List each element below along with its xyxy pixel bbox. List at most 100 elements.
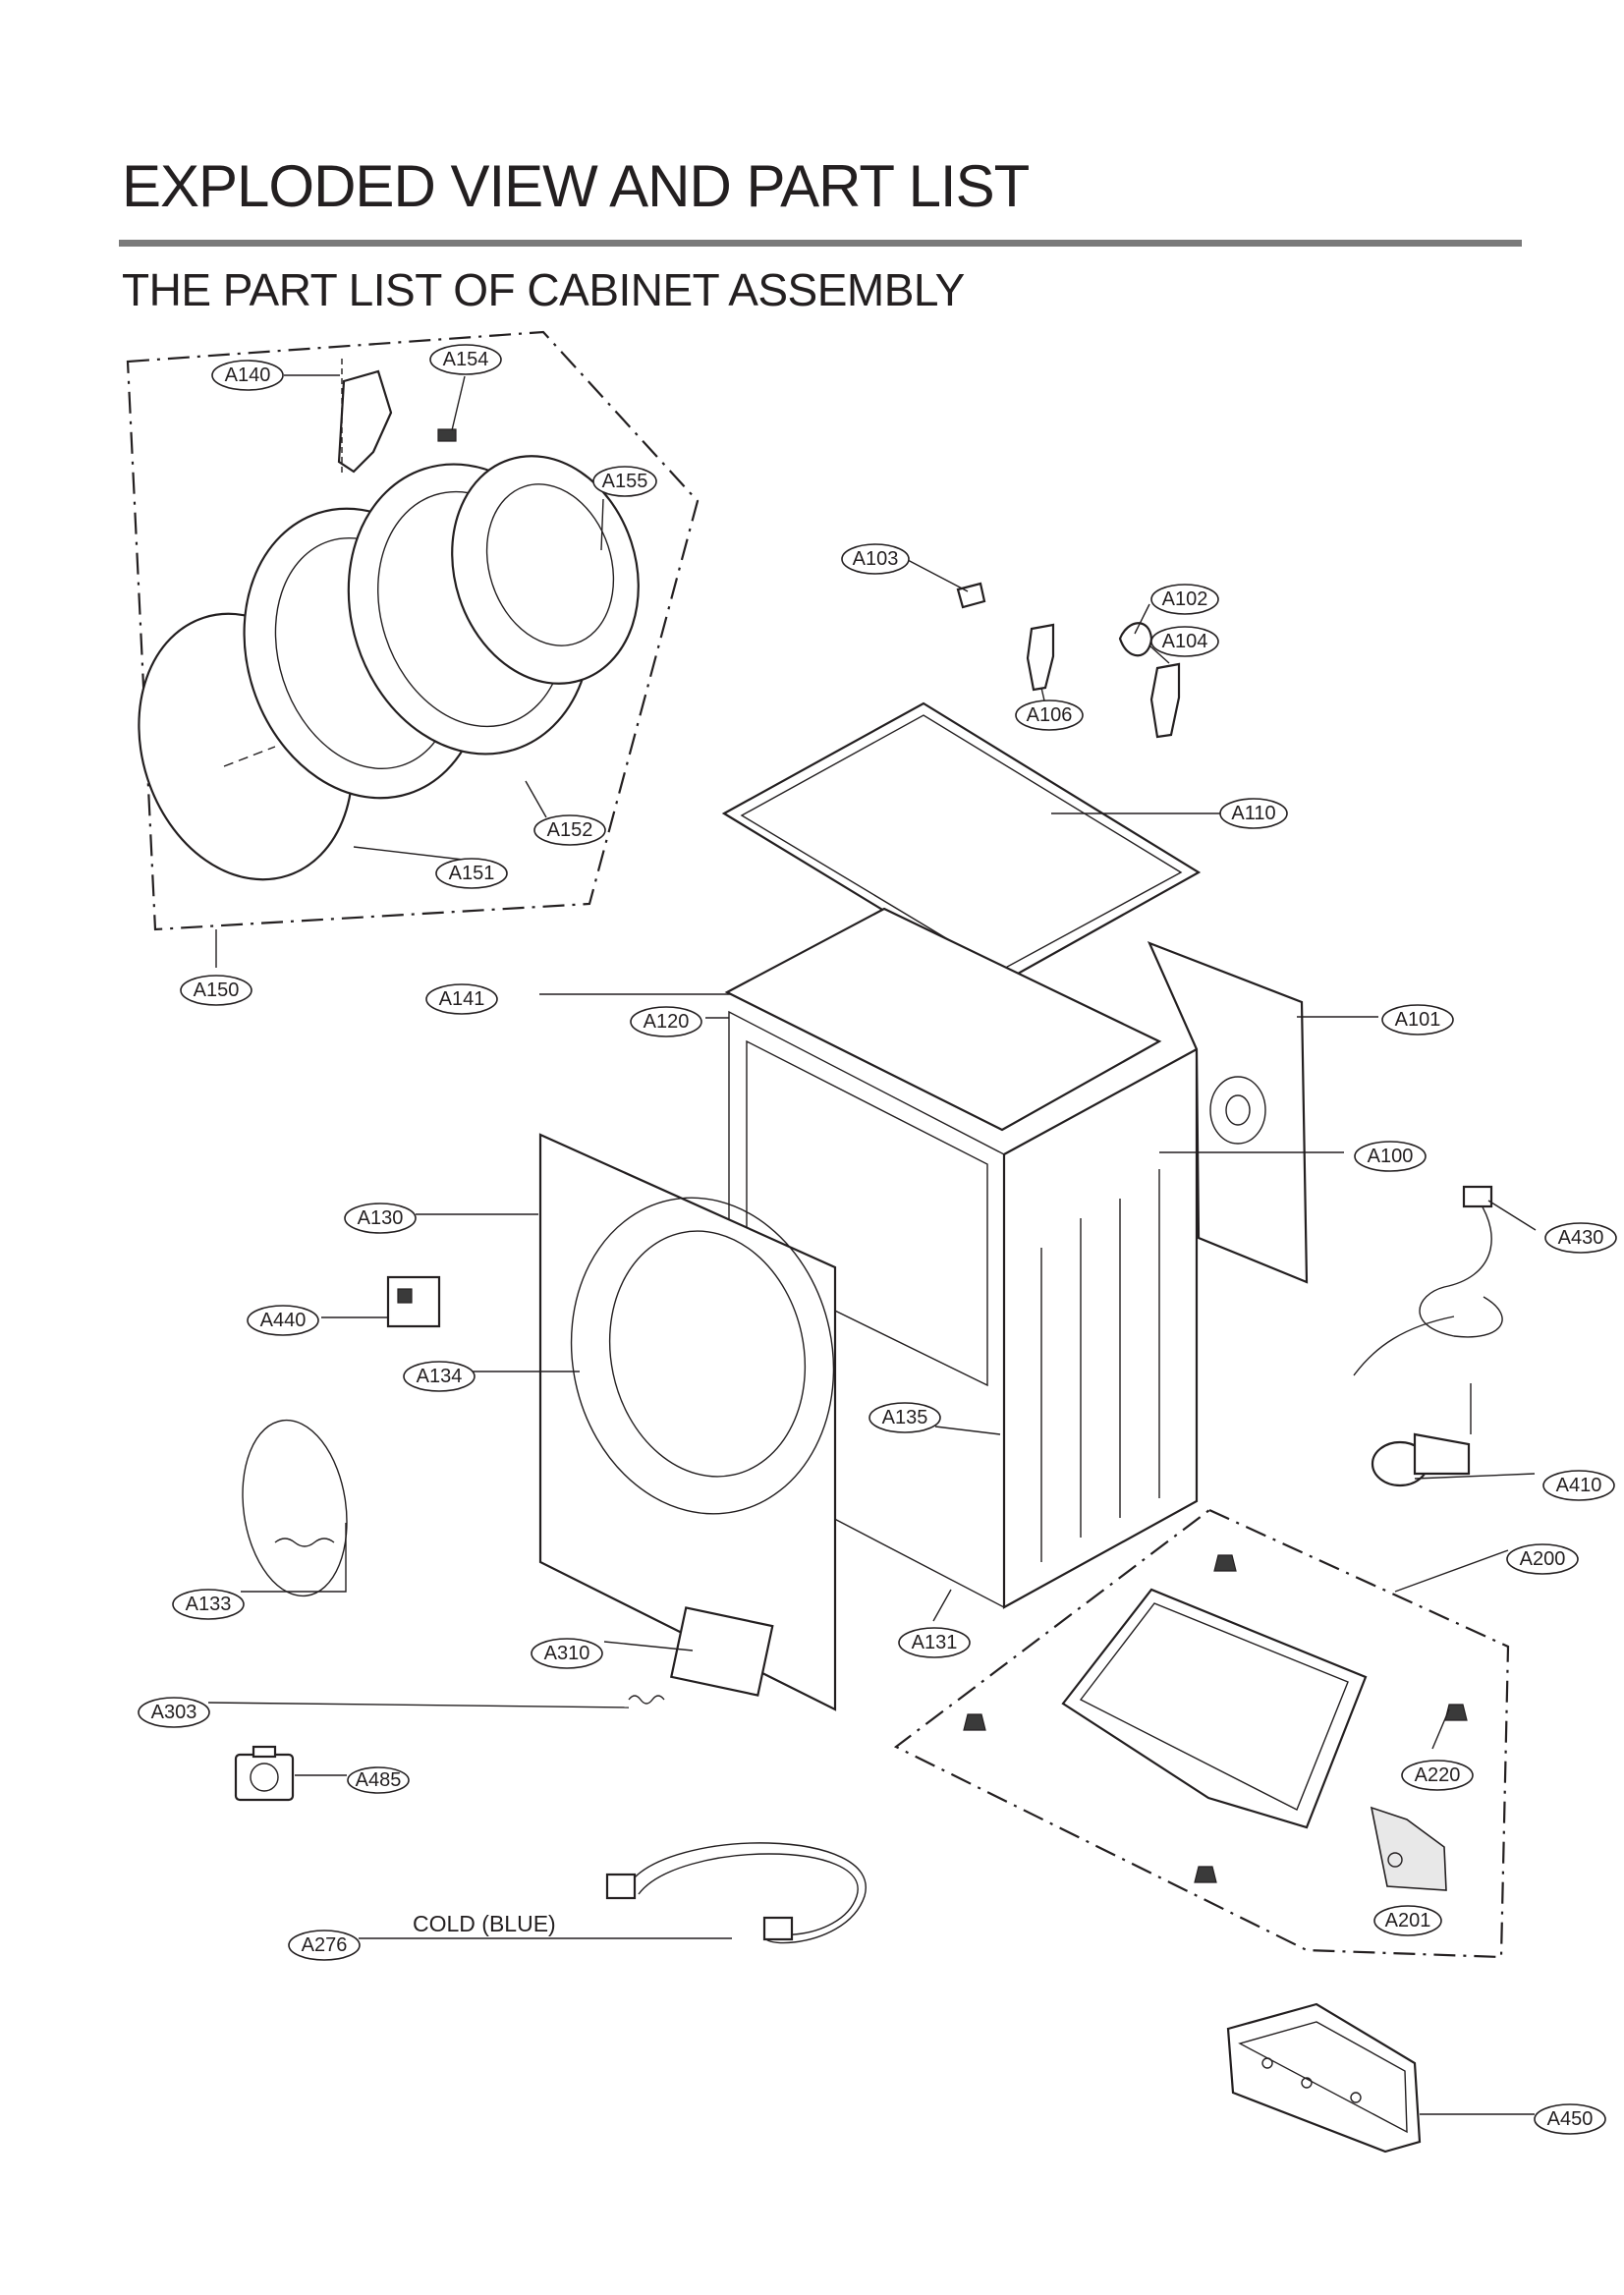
svg-text:A152: A152 [547,819,593,841]
svg-text:A106: A106 [1027,704,1073,726]
svg-text:A220: A220 [1415,1764,1461,1786]
svg-text:A141: A141 [439,988,485,1010]
inlet-hose [605,1842,867,1944]
drain-plug-spring [628,1695,665,1705]
callout-a303: A303 [138,1697,210,1728]
svg-text:A110: A110 [1231,803,1275,824]
callout-a103: A103 [841,543,910,575]
interlock-switch [386,1275,441,1328]
hose-color-note: COLD (BLUE) [413,1911,556,1936]
callout-a102: A102 [1150,584,1219,615]
page-subtitle: THE PART LIST OF CABINET ASSEMBLY [122,264,965,315]
svg-text:A101: A101 [1395,1009,1441,1031]
callout-a133: A133 [172,1589,245,1620]
front-panel-shell [538,1133,837,1711]
callout-a120: A120 [630,1006,702,1037]
svg-text:A103: A103 [853,548,899,570]
svg-text:A154: A154 [443,349,489,370]
callout-a100: A100 [1354,1141,1427,1172]
power-cord [1353,1185,1503,1376]
svg-text:A410: A410 [1556,1475,1602,1496]
cabinet-frame-back [724,907,1162,1132]
callout-a101: A101 [1381,1004,1454,1036]
callout-a201: A201 [1373,1905,1442,1936]
callout-a200: A200 [1506,1543,1579,1575]
door-assembly [138,359,640,881]
callout-a440: A440 [247,1305,319,1336]
svg-text:A102: A102 [1162,588,1208,610]
svg-text:A430: A430 [1558,1227,1604,1249]
svg-text:A134: A134 [417,1366,463,1387]
noise-filter-pcb [1226,2002,1422,2154]
callout-a135: A135 [868,1402,941,1433]
front-panel [538,1133,837,1711]
cabinet-side-panel [1002,1047,1199,1609]
callout-a141: A141 [425,983,498,1015]
door-gasket-wire [242,1419,348,1597]
callout-a134: A134 [403,1361,476,1392]
svg-text:A140: A140 [225,364,271,386]
callout-a310: A310 [531,1638,603,1669]
callout-a130: A130 [344,1203,417,1234]
inlet-valve-left [1026,623,1055,692]
callout-a450: A450 [1534,2103,1606,2135]
svg-text:A104: A104 [1162,631,1208,652]
callout-a410: A410 [1542,1470,1615,1501]
base-frame [1061,1588,1368,1829]
detergent-drawer [669,1606,774,1697]
callout-a110: A110 [1219,798,1288,829]
svg-text:A135: A135 [882,1407,928,1428]
callout-a106: A106 [1015,700,1084,731]
svg-text:A276: A276 [302,1934,348,1956]
base-assembly [963,1554,1468,1891]
svg-text:A120: A120 [644,1011,690,1033]
callout-a151: A151 [435,858,508,889]
svg-text:A303: A303 [151,1702,197,1723]
foot-bottom [1194,1866,1217,1883]
svg-text:A150: A150 [194,980,240,1001]
callout-a150: A150 [180,975,252,1006]
svg-text:A450: A450 [1547,2108,1594,2130]
svg-text:A201: A201 [1385,1910,1431,1931]
page-title: EXPLODED VIEW AND PART LIST [122,153,1030,219]
svg-text:A133: A133 [186,1594,232,1615]
callout-a485: A485 [347,1766,410,1794]
foot-front-left [963,1713,986,1731]
callout-a155: A155 [592,466,657,497]
callout-a131: A131 [898,1627,971,1658]
callout-a104: A104 [1150,626,1219,657]
svg-text:A485: A485 [356,1769,402,1791]
base-bracket [1370,1806,1447,1891]
door-assembly-group-outline [126,330,700,931]
svg-text:A151: A151 [449,863,495,884]
back-panel [1147,941,1309,1284]
callout-a430: A430 [1544,1222,1617,1254]
callout-a276: A276 [288,1930,361,1961]
svg-text:A131: A131 [912,1632,958,1653]
valve-cap [1118,622,1153,657]
svg-text:A310: A310 [544,1643,590,1664]
top-plate [721,701,1202,984]
svg-text:A155: A155 [602,471,648,492]
pressure-switch [1371,1383,1472,1487]
door-hinge [337,369,393,474]
svg-text:A130: A130 [358,1207,404,1229]
door-inner-glass [451,455,640,685]
callout-a140: A140 [211,360,284,391]
svg-text:A100: A100 [1368,1146,1414,1167]
leader-lines [207,374,1537,2115]
foot-front-center [1213,1554,1237,1572]
valve-clip [956,582,986,609]
callout-a154: A154 [429,344,502,375]
callout-a152: A152 [533,814,606,846]
base-assembly-group-outline [893,1508,1510,1959]
svg-text:A440: A440 [260,1310,307,1331]
camera-module [234,1745,295,1802]
inlet-valve-right [1149,662,1181,739]
title-divider [119,240,1522,247]
callout-a220: A220 [1401,1760,1474,1791]
svg-text:A200: A200 [1520,1548,1566,1570]
door-lever [437,428,457,442]
cabinet-body [724,907,1309,1609]
